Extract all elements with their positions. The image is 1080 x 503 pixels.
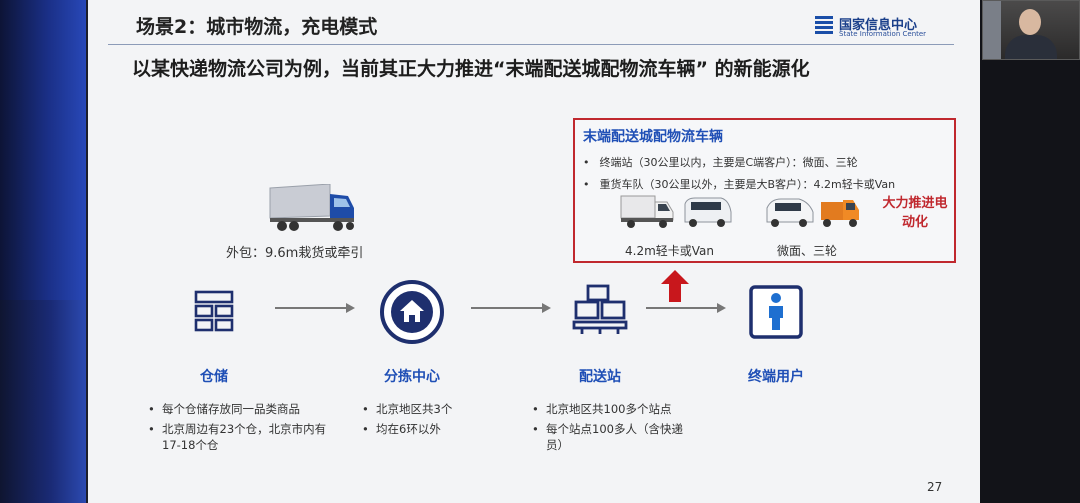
tractor-trailer-icon: [269, 184, 354, 231]
state-information-center-logo: 国家信息中心 State Information Center: [815, 14, 945, 40]
left-strip-lower: [0, 300, 86, 503]
stage-label-warehouse: 仓储: [200, 369, 228, 385]
logo-chinese-text: 国家信息中心: [839, 18, 918, 33]
flow-arrow-2: [471, 303, 551, 313]
right-dark-panel: [980, 0, 1080, 503]
box-bullet-terminal-station: 终端站（30公里以内，主要是C端客户）：微面、三轮: [583, 154, 858, 170]
station-detail-item: 北京地区共100多个站点: [530, 401, 690, 417]
truck-caption: 外包：9.6m栽货或牵引: [226, 246, 364, 261]
vehicle-label-light-truck-van: 4.2m轻卡或Van: [625, 244, 715, 258]
end-user-person-icon: [749, 285, 803, 339]
speaker-video-thumbnail[interactable]: [982, 0, 1080, 60]
minivan-icon: [766, 198, 814, 227]
vehicle-label-minivan-tricycle: 微面、三轮: [777, 244, 838, 258]
flow-arrow-3: [646, 303, 726, 313]
sorting-detail-item: 均在6环以外: [360, 421, 510, 437]
sorting-detail-item: 北京地区共3个: [360, 401, 510, 417]
flow-arrow-1: [275, 303, 355, 313]
warehouse-shelves-icon: [194, 290, 234, 332]
slide-subtitle: 以某快递物流公司为例，当前其正大力推进“末端配送城配物流车辆” 的新能源化: [132, 58, 810, 80]
presentation-slide: 场景2：城市物流，充电模式 国家信息中心 State Information C…: [88, 0, 980, 503]
slide-title: 场景2：城市物流，充电模式: [136, 16, 378, 38]
van-icon: [684, 197, 732, 227]
stage-label-sorting-center: 分拣中心: [384, 369, 440, 385]
sorting-center-home-icon: [380, 280, 444, 344]
last-mile-vehicles-box: 末端配送城配物流车辆 终端站（30公里以内，主要是C端客户）：微面、三轮 重货车…: [573, 118, 956, 263]
red-up-arrow-icon: [661, 270, 689, 302]
warehouse-detail-item: 北京周边有23个仓，北京市内有17-18个仓: [146, 421, 336, 453]
stage-label-delivery-station: 配送站: [579, 369, 621, 385]
light-truck-icon: [620, 195, 674, 228]
delivery-station-details: 北京地区共100多个站点 每个站点100多人（含快递员）: [530, 401, 690, 457]
delivery-station-boxes-icon: [572, 284, 628, 334]
speaker-avatar: [1019, 9, 1041, 35]
warehouse-detail-item: 每个仓储存放同一品类商品: [146, 401, 336, 417]
title-divider: [108, 44, 954, 45]
warehouse-details: 每个仓储存放同一品类商品 北京周边有23个仓，北京市内有17-18个仓: [146, 401, 336, 457]
electrification-highlight: 大力推进电动化: [882, 196, 948, 230]
logo-mark-icon: [815, 16, 833, 34]
box-bullet-heavy-fleet: 重货车队（30公里以外，主要是大B客户）：4.2m轻卡或Van: [583, 176, 896, 192]
logo-english-text: State Information Center: [839, 30, 927, 38]
page-number: 27: [927, 480, 943, 494]
electric-tricycle-icon: [821, 200, 859, 227]
sorting-center-details: 北京地区共3个 均在6环以外: [360, 401, 510, 441]
station-detail-item: 每个站点100多人（含快递员）: [530, 421, 690, 453]
left-presentation-strip: [0, 0, 86, 503]
stage-label-end-user: 终端用户: [748, 369, 804, 385]
box-title: 末端配送城配物流车辆: [583, 129, 723, 145]
